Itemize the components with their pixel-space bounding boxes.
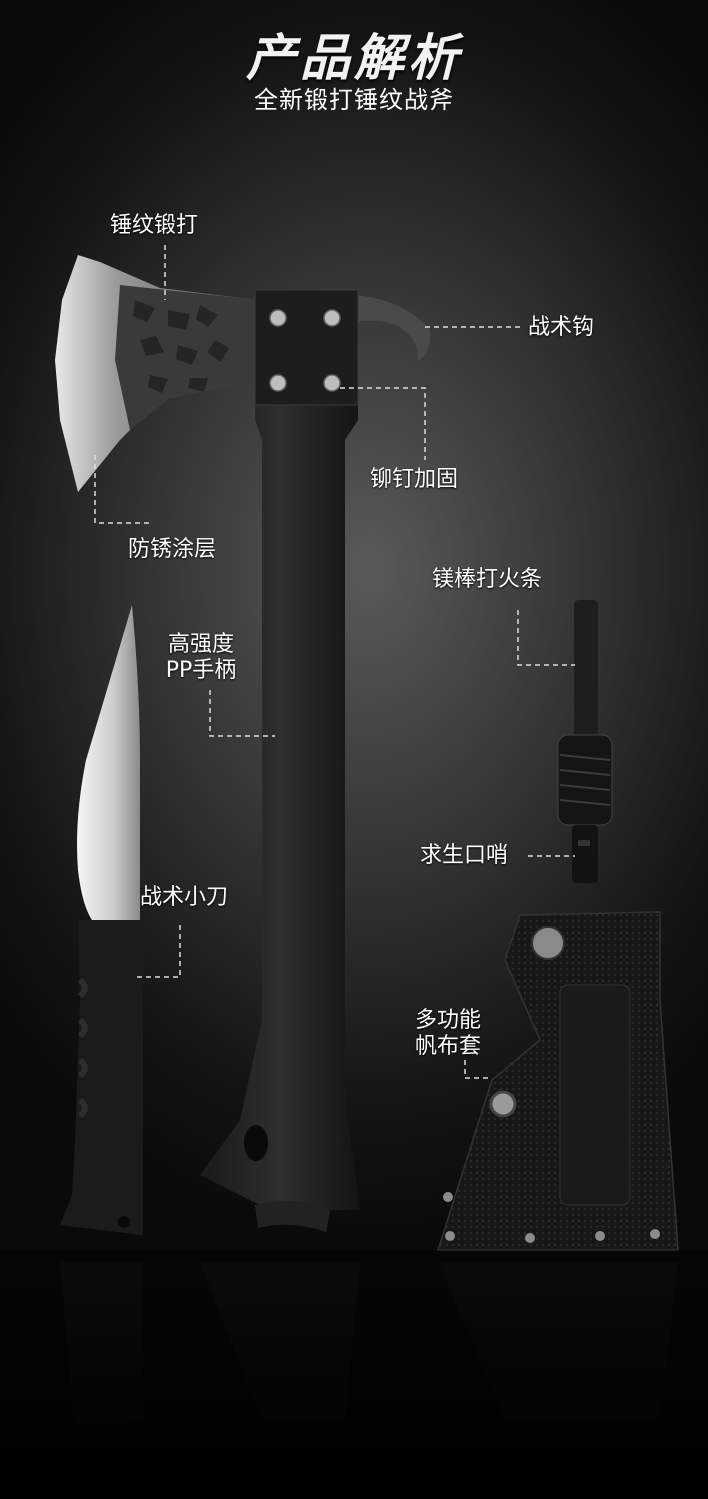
label-tactical-hook: 战术钩	[528, 315, 595, 340]
label-pp-handle-line2: PP手柄	[165, 658, 237, 683]
label-knife: 战术小刀	[140, 885, 229, 910]
axe-handle	[200, 289, 360, 1232]
label-rivet: 铆钉加固	[370, 467, 459, 492]
label-pp-handle-line1: 高强度	[167, 632, 234, 657]
rivet-icons	[269, 309, 341, 392]
label-fire-starter: 镁棒打火条	[432, 567, 543, 592]
axe-head	[55, 255, 431, 492]
label-sheath-line1: 多功能	[414, 1008, 481, 1033]
page-subtitle: 全新锻打锤纹战斧	[254, 86, 454, 114]
label-sheath: 多功能 帆布套	[402, 1008, 494, 1060]
label-hammer-forged: 锤纹锻打	[110, 213, 199, 238]
label-whistle: 求生口哨	[420, 843, 509, 868]
label-pp-handle: 高强度 PP手柄	[153, 632, 249, 684]
label-sheath-line2: 帆布套	[414, 1034, 481, 1059]
page-title: 产品解析	[246, 29, 462, 87]
label-anti-rust: 防锈涂层	[128, 537, 217, 562]
fire-starter	[557, 600, 613, 883]
knife	[60, 605, 143, 1235]
canvas-sheath	[436, 911, 679, 1251]
leader-lines	[94, 245, 575, 1079]
